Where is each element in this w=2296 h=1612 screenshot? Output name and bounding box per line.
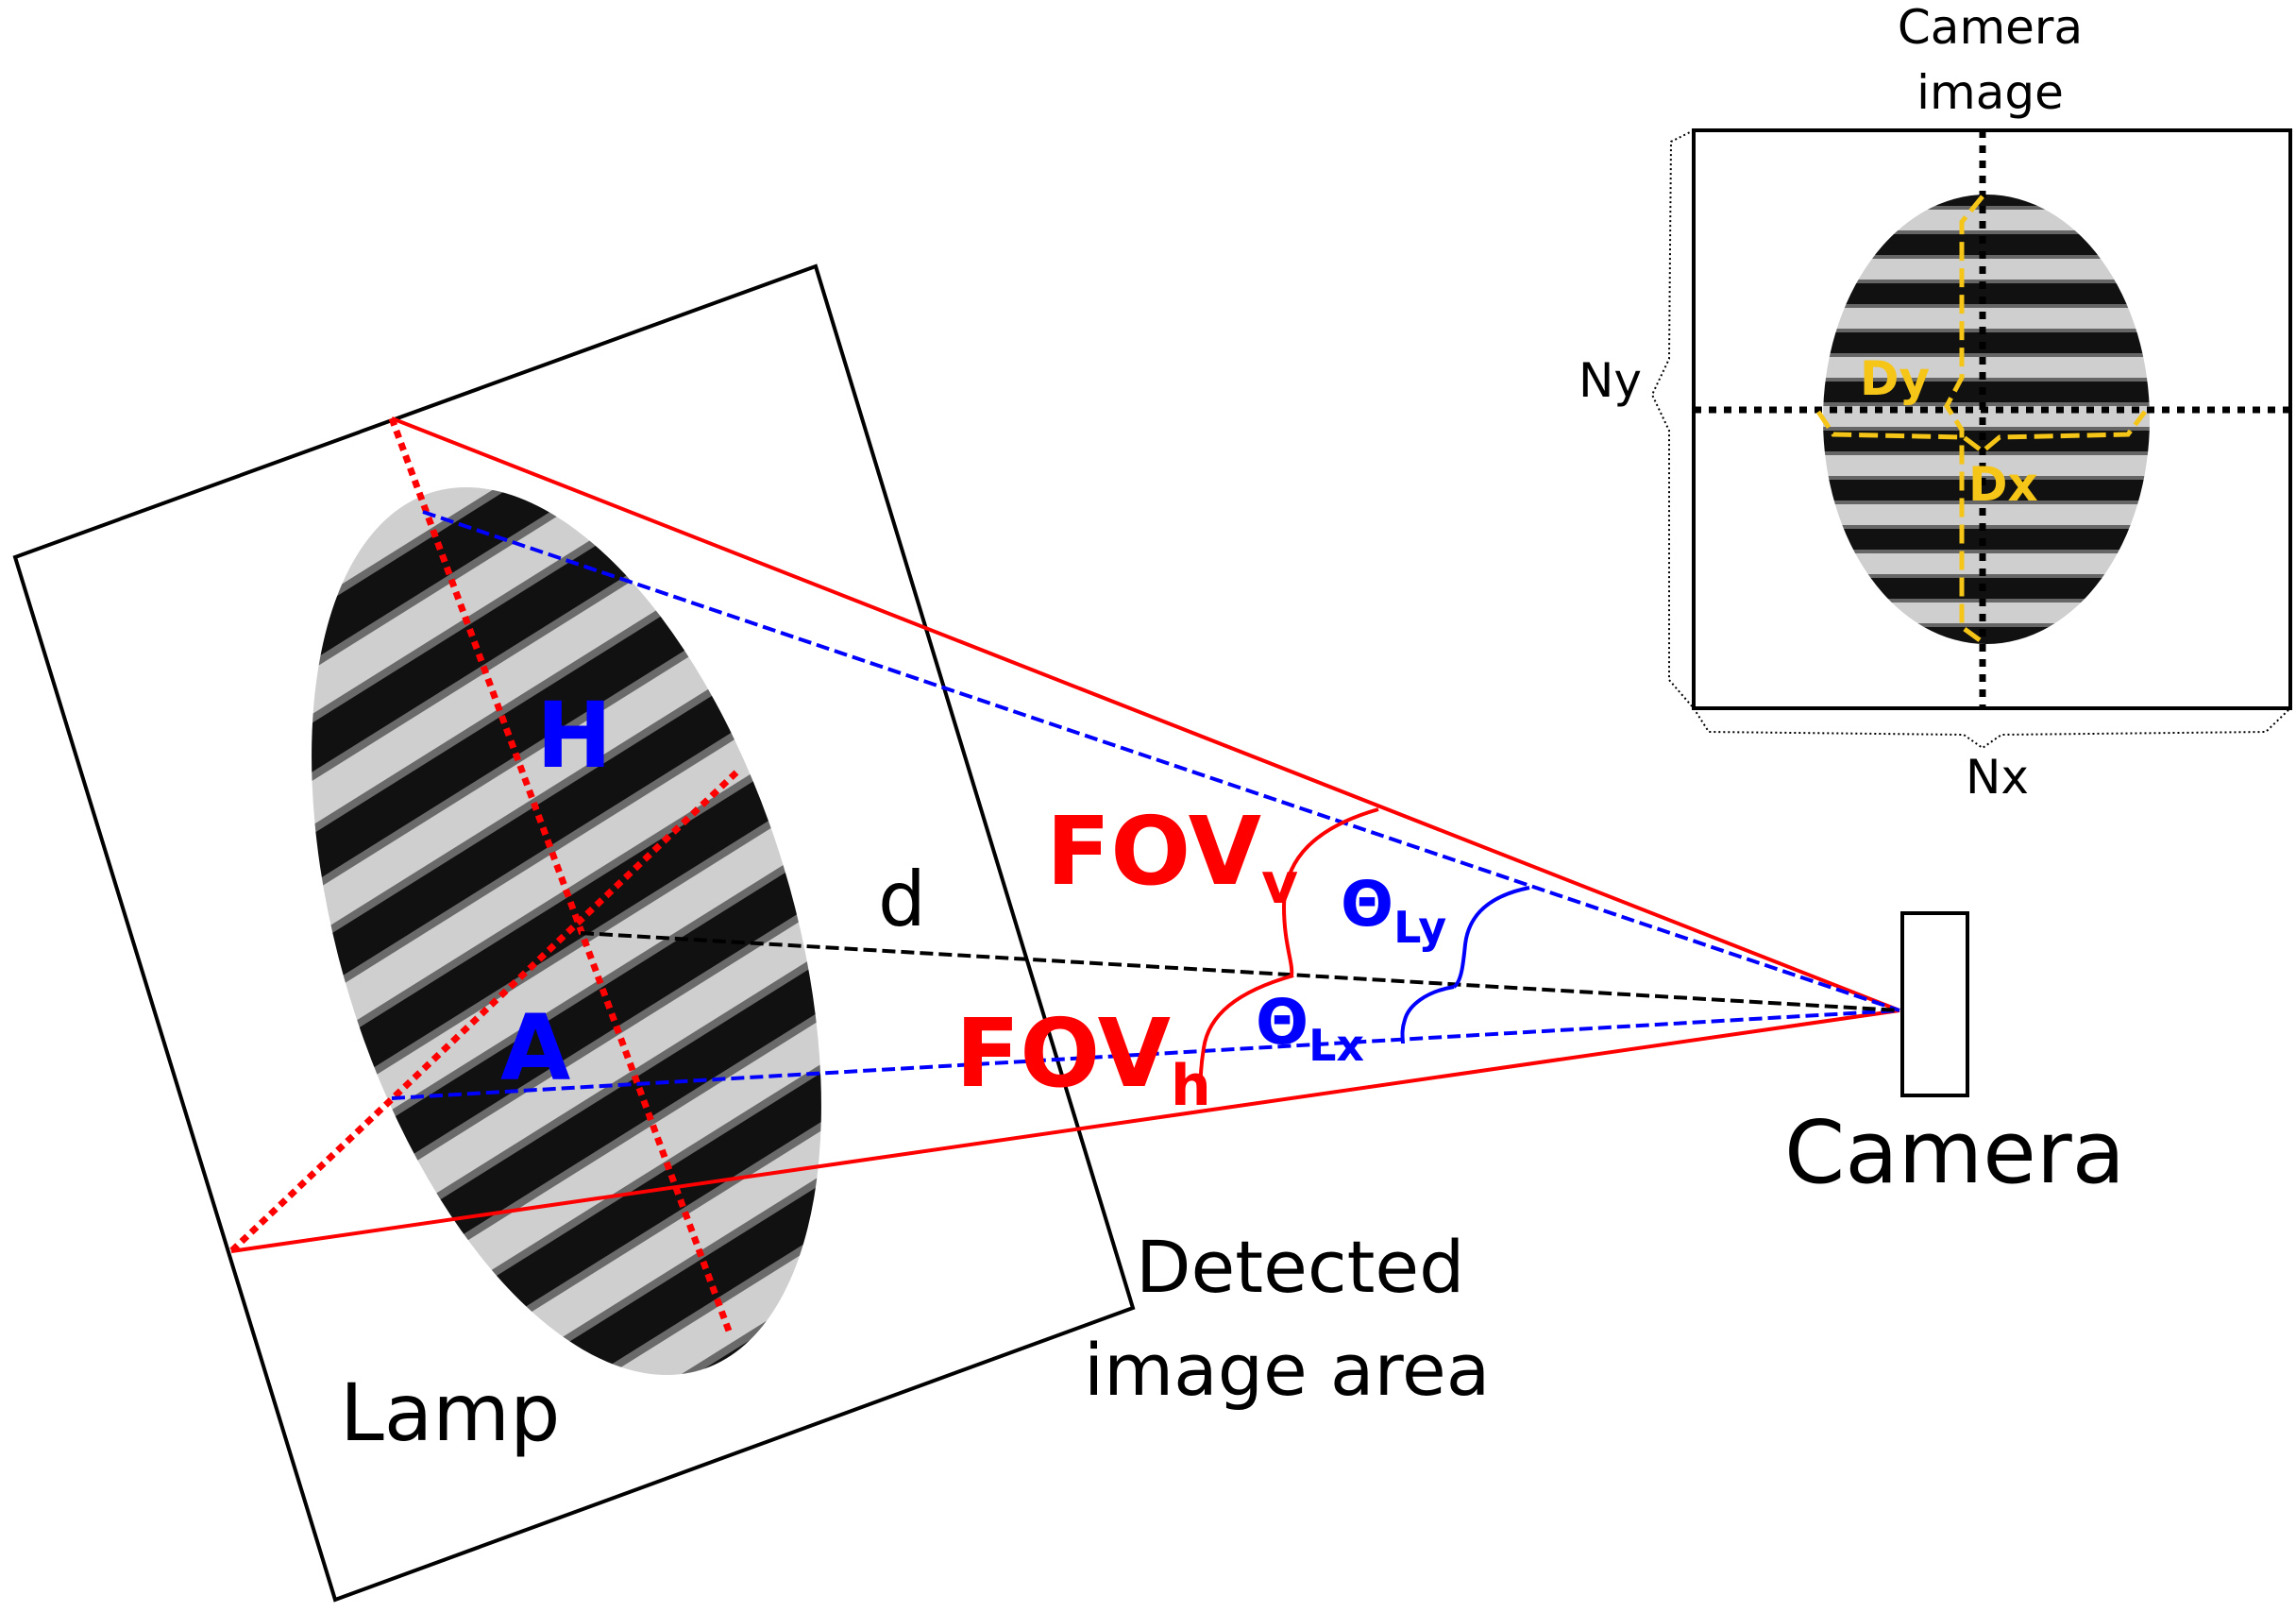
theta-lx-main: Θ xyxy=(1256,986,1308,1059)
detected-area-label-line2: image area xyxy=(1084,1328,1490,1412)
fov-h-sub: h xyxy=(1171,1053,1211,1119)
nx-brace xyxy=(1693,707,2291,750)
theta-lx-arc xyxy=(1400,985,1455,1044)
theta-ly-label: ΘLy xyxy=(1341,868,1446,953)
camera-image-title-line2: image xyxy=(1916,65,2064,120)
camera-label: Camera xyxy=(1784,1102,2125,1203)
fov-h-main: FOV xyxy=(955,998,1171,1109)
ellipse-minor-axis xyxy=(228,770,739,1254)
theta-ly-arc xyxy=(1452,886,1530,989)
detected-area-label-line1: Detected xyxy=(1136,1225,1464,1309)
theta-lx-label: ΘLx xyxy=(1256,986,1364,1071)
dx-bracket xyxy=(1815,410,2147,455)
theta-lower-line xyxy=(391,1009,1900,1100)
ellipse-major-axis xyxy=(388,416,734,1335)
ny-label: Ny xyxy=(1578,353,1642,408)
fov-h-label: FOVh xyxy=(955,998,1211,1119)
fov-lower-line xyxy=(230,1009,1900,1253)
distance-d-line xyxy=(580,931,1900,1012)
fov-h-arc xyxy=(1198,974,1294,1106)
theta-ly-sub: Ly xyxy=(1393,902,1446,953)
lamp-rectangle xyxy=(12,263,1136,1603)
lamp-label: Lamp xyxy=(340,1366,560,1459)
camera-image-title-line1: Camera xyxy=(1898,0,2083,55)
height-label: H xyxy=(536,683,612,789)
fov-v-sub: v xyxy=(1261,851,1298,917)
ny-brace xyxy=(1650,129,1695,709)
distance-label: d xyxy=(878,856,926,943)
theta-upper-line xyxy=(422,510,1900,1012)
dx-label: Dx xyxy=(1968,457,2038,512)
lamp-ellipse xyxy=(312,486,821,1376)
fov-v-main: FOV xyxy=(1046,796,1261,907)
dy-label: Dy xyxy=(1860,351,1930,406)
fov-v-arc xyxy=(1281,807,1379,976)
theta-ly-main: Θ xyxy=(1341,868,1393,941)
nx-label: Nx xyxy=(1966,750,2029,805)
fov-upper-line xyxy=(391,416,1900,1012)
camera-body xyxy=(1900,911,1969,1097)
theta-lx-sub: Lx xyxy=(1308,1020,1364,1071)
fov-v-label: FOVv xyxy=(1046,796,1298,917)
dy-bracket xyxy=(1944,195,1984,645)
camera-image-ellipse xyxy=(1823,195,2150,644)
width-label: A xyxy=(500,995,570,1101)
